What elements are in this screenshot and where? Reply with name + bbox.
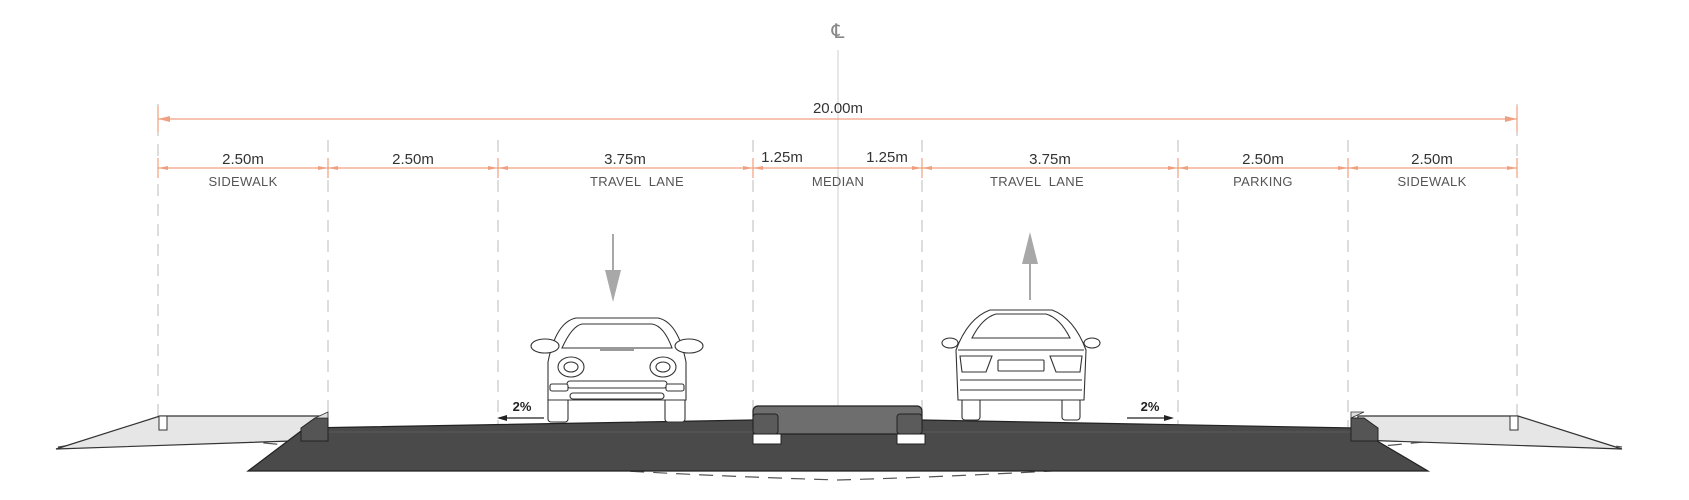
segment-width-3: 3.75m xyxy=(604,151,646,168)
segment-label-sidewalk-left: SIDEWALK xyxy=(208,174,277,189)
segment-dimension-ticks xyxy=(158,166,1517,170)
centerline-symbol: ℄ xyxy=(831,19,845,43)
segment-width-2: 2.50m xyxy=(392,151,434,168)
slope-indicator-right: 2% xyxy=(1127,399,1174,421)
segment-label-median: MEDIAN xyxy=(812,174,864,189)
segment-width-1: 2.50m xyxy=(222,151,264,168)
car-front-icon xyxy=(530,317,704,423)
sidewalk-right xyxy=(1357,415,1623,450)
median xyxy=(752,405,926,445)
segment-label-sidewalk-right: SIDEWALK xyxy=(1397,174,1466,189)
sidewalk-left-post xyxy=(158,415,168,431)
slope-indicator-left: 2% xyxy=(497,399,544,421)
segment-label-travel-lane-right: TRAVEL LANE xyxy=(990,174,1084,189)
arrow-down-icon xyxy=(605,234,621,302)
segment-label-travel-lane-left: TRAVEL LANE xyxy=(590,174,684,189)
curb-right xyxy=(1350,411,1379,442)
arrow-up-icon xyxy=(1022,232,1038,300)
svg-text:2%: 2% xyxy=(513,399,532,414)
curb-left xyxy=(300,411,329,442)
svg-text:2%: 2% xyxy=(1141,399,1160,414)
segment-label-parking: PARKING xyxy=(1233,174,1293,189)
sidewalk-right-post xyxy=(1509,415,1519,431)
segment-width-4: 1.25m xyxy=(761,149,803,166)
segment-width-5: 1.25m xyxy=(866,149,908,166)
segment-width-8: 2.50m xyxy=(1411,151,1453,168)
guide-lines xyxy=(157,104,1518,440)
segment-width-6: 3.75m xyxy=(1029,151,1071,168)
car-rear-icon xyxy=(941,309,1101,421)
overall-width-label: 20.00m xyxy=(813,100,863,117)
segment-width-7: 2.50m xyxy=(1242,151,1284,168)
sidewalk-left xyxy=(55,415,321,450)
overall-dimension: 20.00m xyxy=(157,100,1518,132)
